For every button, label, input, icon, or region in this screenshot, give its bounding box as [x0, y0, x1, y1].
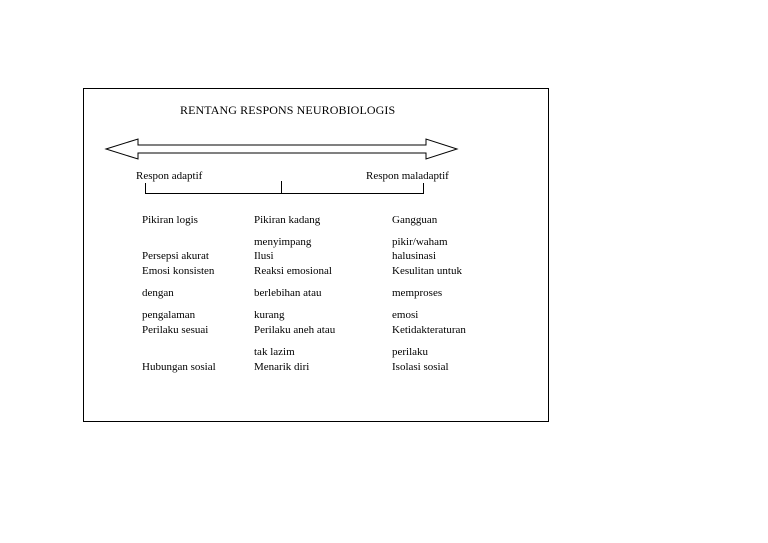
diagram-title: RENTANG RESPONS NEUROBIOLOGIS: [180, 103, 396, 117]
diagram-frame: [83, 88, 549, 422]
col1-line: dengan: [142, 287, 174, 299]
col3-line: Kesulitan untuk: [392, 265, 462, 277]
col1-line: Hubungan sosial: [142, 361, 216, 373]
col2-line: Reaksi emosional: [254, 265, 332, 277]
col3-line: Gangguan: [392, 214, 438, 226]
col3-line: memproses: [392, 287, 443, 299]
col2-line: tak lazim: [254, 346, 295, 358]
col1-line: Perilaku sesuai: [142, 324, 209, 336]
double-arrow-icon: [104, 138, 459, 160]
col1-line: Persepsi akurat: [142, 250, 209, 262]
col2-line: menyimpang: [254, 236, 312, 248]
col2-line: kurang: [254, 309, 285, 321]
respon-maladaptif-label: Respon maladaptif: [366, 170, 449, 182]
col3-line: emosi: [392, 309, 419, 321]
col1-line: pengalaman: [142, 309, 196, 321]
col3-line: Isolasi sosial: [392, 361, 449, 373]
respon-adaptif-label: Respon adaptif: [136, 170, 203, 182]
col2-line: Pikiran kadang: [254, 214, 321, 226]
col3-line: pikir/waham: [392, 236, 448, 248]
col3-line: perilaku: [392, 346, 429, 358]
col3-line: halusinasi: [392, 250, 436, 262]
col2-line: Menarik diri: [254, 361, 310, 373]
col1-line: Pikiran logis: [142, 214, 198, 226]
col3-line: Ketidakteraturan: [392, 324, 466, 336]
col1-line: Emosi konsisten: [142, 265, 215, 277]
range-bracket: [145, 181, 424, 194]
col2-line: berlebihan atau: [254, 287, 322, 299]
col2-line: Ilusi: [254, 250, 274, 262]
col2-line: Perilaku aneh atau: [254, 324, 336, 336]
